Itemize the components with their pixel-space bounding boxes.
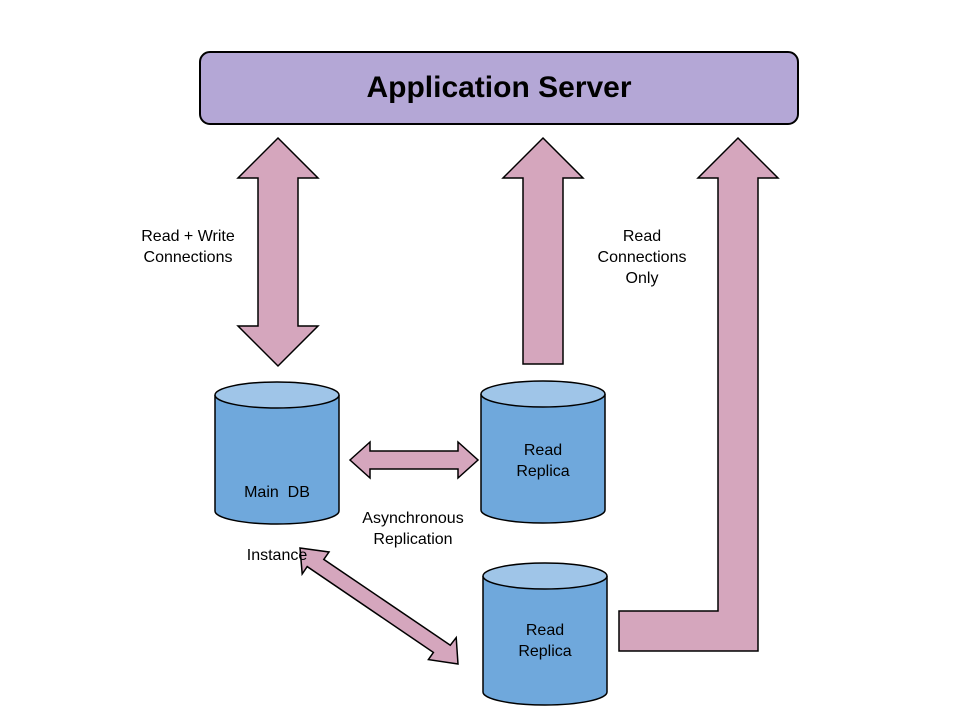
read-write-label-line-2: Connections: [143, 249, 233, 266]
replica-2-label-line-2: Replica: [518, 643, 572, 660]
replication-arrow-replica-2: [299, 547, 459, 665]
replica-2-label: Read Replica: [483, 620, 607, 662]
async-replication-label-line-2: Replication: [373, 531, 453, 548]
application-server-title: Application Server: [366, 71, 632, 104]
async-replication-label: Asynchronous Replication: [338, 508, 488, 550]
read-write-label: Read + Write Connections: [108, 226, 268, 268]
main-db-label-line-1: Main DB: [244, 484, 310, 501]
replication-arrow-replica-1: [348, 440, 480, 480]
main-db-label-line-2: Instance: [246, 547, 308, 564]
main-db-label: Main DB Instance: [215, 440, 339, 587]
replica-2-read-arrow: [618, 136, 780, 652]
read-only-label-line-2: Connections: [597, 249, 687, 266]
read-write-label-line-1: Read + Write: [141, 228, 235, 245]
replica-1-cylinder: [480, 380, 606, 524]
main-db-cylinder: [214, 381, 340, 525]
replica-2-cylinder: [482, 562, 608, 706]
replica-1-label-line-2: Replica: [516, 463, 570, 480]
read-write-arrow: [236, 136, 320, 368]
read-only-label-line-3: Only: [625, 270, 659, 287]
read-only-label: Read Connections Only: [572, 226, 712, 289]
replica-1-read-arrow: [501, 136, 585, 365]
async-replication-label-line-1: Asynchronous: [362, 510, 464, 527]
read-only-label-line-1: Read: [622, 228, 662, 245]
replica-1-label-line-1: Read: [523, 442, 563, 459]
replica-2-label-line-1: Read: [525, 622, 565, 639]
replica-1-label: Read Replica: [481, 440, 605, 482]
application-server-box: [199, 51, 799, 125]
